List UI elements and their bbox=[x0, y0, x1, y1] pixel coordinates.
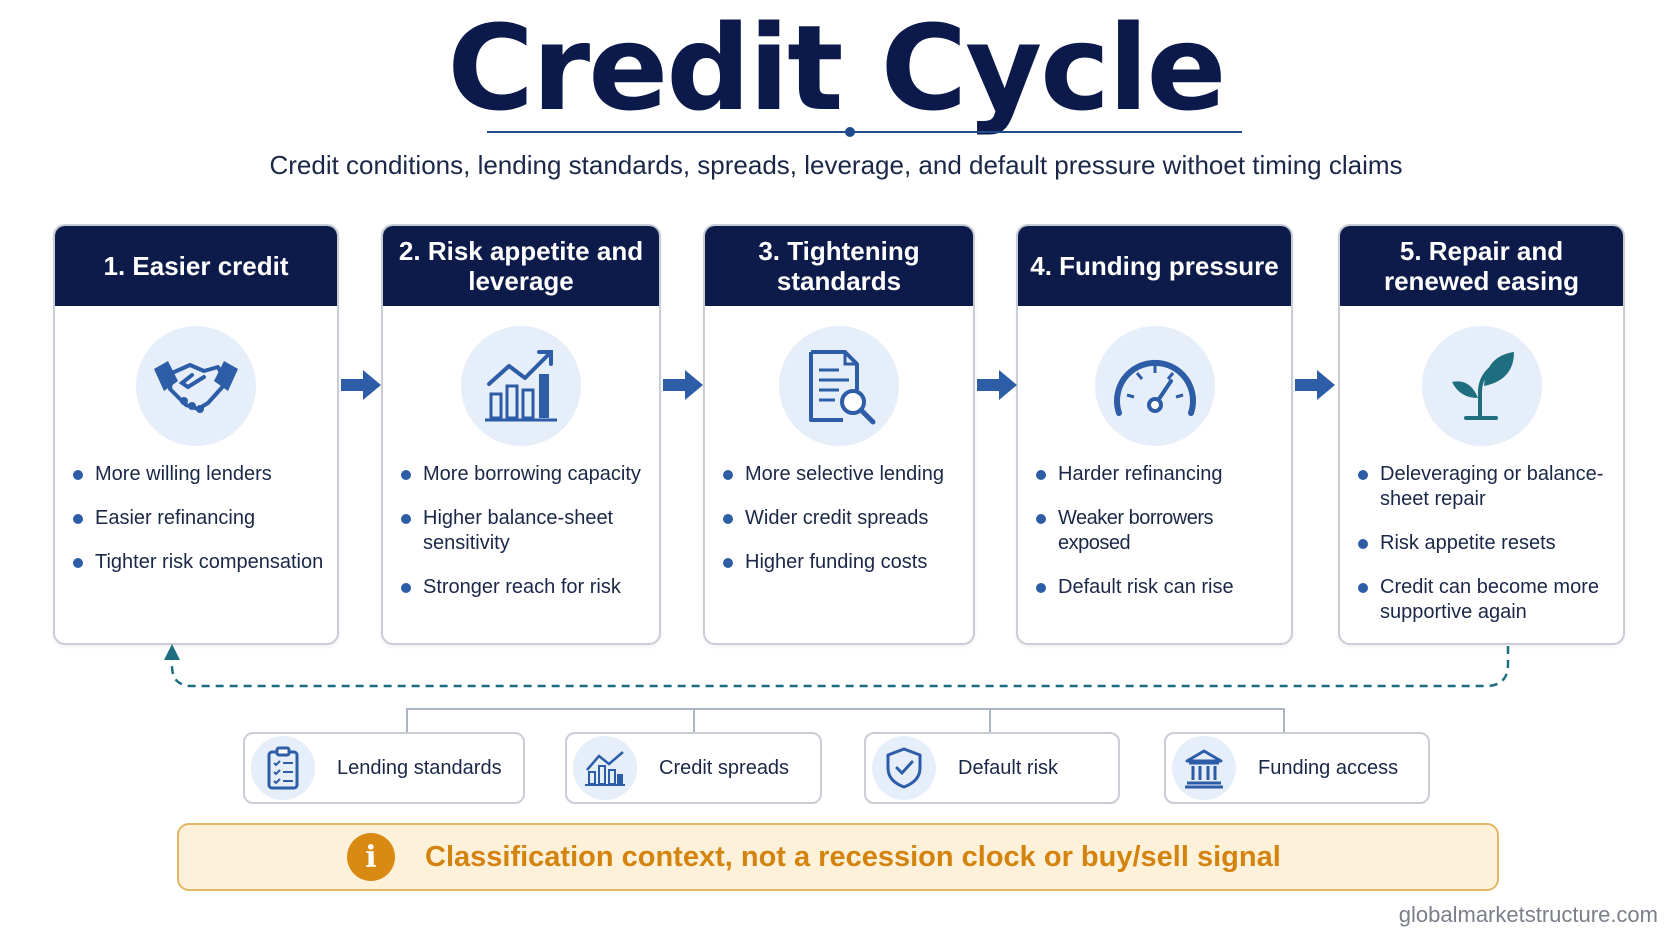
disclaimer-text: Classification context, not a recession … bbox=[425, 840, 1281, 873]
stage-bullet: Risk appetite resets bbox=[1356, 531, 1615, 556]
stage-title: 3. Tightening standards bbox=[705, 226, 973, 306]
stage-card-5: 5. Repair and renewed easing Deleveragin… bbox=[1338, 224, 1625, 645]
stage-bullet: Default risk can rise bbox=[1034, 575, 1283, 600]
stage-bullet: More selective lending bbox=[721, 462, 965, 487]
stage-title: 1. Easier credit bbox=[55, 226, 337, 306]
stage-bullet: Harder refinancing bbox=[1034, 462, 1283, 487]
title-divider bbox=[487, 131, 1242, 133]
indicator-default-risk: Default risk bbox=[864, 732, 1120, 804]
stage-bullet: More willing lenders bbox=[71, 462, 329, 487]
checklist-icon bbox=[251, 736, 315, 800]
disclaimer-banner: i Classification context, not a recessio… bbox=[177, 823, 1499, 891]
page-subtitle: Credit conditions, lending standards, sp… bbox=[269, 150, 1403, 180]
gauge-icon bbox=[1094, 326, 1215, 446]
indicator-label: Funding access bbox=[1258, 756, 1399, 779]
stage-bullet: Easier refinancing bbox=[71, 506, 329, 531]
indicator-funding-access: Funding access bbox=[1164, 732, 1430, 804]
stage-bullet: Tighter risk compensation bbox=[71, 550, 329, 575]
stage-bullet: Weaker borrowers exposed bbox=[1034, 506, 1283, 556]
stage-title: 2. Risk appetite and leverage bbox=[383, 226, 659, 306]
flow-arrow-icon bbox=[1295, 370, 1335, 400]
info-icon: i bbox=[347, 833, 395, 881]
stage-bullet: Wider credit spreads bbox=[721, 506, 965, 531]
sprout-icon bbox=[1421, 326, 1542, 446]
indicator-label: Default risk bbox=[958, 756, 1059, 779]
stage-card-1: 1. Easier credit More willing lenders Ea… bbox=[53, 224, 339, 645]
stage-bullet: Higher balance-sheet sensitivity bbox=[399, 506, 651, 556]
flow-arrow-icon bbox=[341, 370, 381, 400]
spread-chart-icon bbox=[573, 736, 637, 800]
stage-bullet: Stronger reach for risk bbox=[399, 575, 651, 600]
stage-bullet: Higher funding costs bbox=[721, 550, 965, 575]
bank-icon bbox=[1172, 736, 1236, 800]
stage-card-2: 2. Risk appetite and leverage More borro… bbox=[381, 224, 661, 645]
stage-card-4: 4. Funding pressure Harder refinancing W… bbox=[1016, 224, 1293, 645]
flow-arrow-icon bbox=[663, 370, 703, 400]
stage-bullet: More borrowing capacity bbox=[399, 462, 651, 487]
handshake-icon bbox=[136, 326, 256, 446]
shield-check-icon bbox=[872, 736, 936, 800]
title-divider-dot bbox=[845, 127, 855, 137]
indicator-label: Credit spreads bbox=[659, 756, 790, 779]
stage-bullet: Credit can become more supportive again bbox=[1356, 575, 1615, 625]
cycle-loop-connector bbox=[164, 644, 1510, 734]
page-title: Credit Cycle bbox=[447, 0, 1226, 137]
stage-title: 4. Funding pressure bbox=[1018, 226, 1291, 306]
growth-chart-icon bbox=[461, 326, 581, 446]
flow-arrow-icon bbox=[977, 370, 1017, 400]
indicator-label: Lending standards bbox=[337, 756, 502, 779]
stage-card-3: 3. Tightening standards More selective l… bbox=[703, 224, 975, 645]
indicator-credit-spreads: Credit spreads bbox=[565, 732, 822, 804]
document-search-icon bbox=[779, 326, 899, 446]
stage-title: 5. Repair and renewed easing bbox=[1340, 226, 1623, 306]
source-footer: globalmarketstructure.com bbox=[1398, 902, 1658, 927]
indicator-lending-standards: Lending standards bbox=[243, 732, 525, 804]
stage-bullet: Deleveraging or balance-sheet repair bbox=[1356, 462, 1615, 512]
